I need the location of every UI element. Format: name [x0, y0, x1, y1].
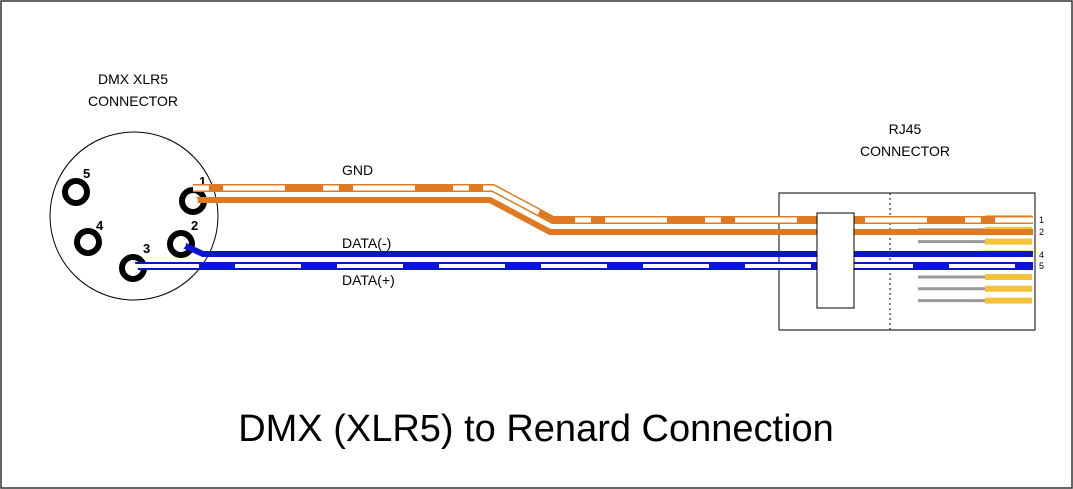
- xlr5-connector: [49, 131, 219, 301]
- rj45-title-line1: RJ45: [889, 121, 922, 137]
- diagram-title: DMX (XLR5) to Renard Connection: [238, 408, 834, 450]
- wire-blue: [179, 241, 1033, 257]
- rj45-contact-6: [985, 274, 1032, 280]
- rj45-contact-3: [985, 238, 1032, 245]
- rj45-pin-label-1: 1: [1039, 215, 1044, 225]
- wire-white-orange-stripes: [193, 185, 1033, 223]
- rj45-pin-label-4: 4: [1039, 250, 1044, 260]
- rj45-contact-7: [985, 285, 1032, 292]
- xlr-pin-label-4: 4: [96, 218, 104, 233]
- xlr5-body: [49, 131, 219, 301]
- wire-orange: [193, 197, 1033, 235]
- xlr-pin-label-2: 2: [191, 218, 198, 233]
- xlr-pin-4: [74, 228, 102, 256]
- xlr-pin-label-1: 1: [199, 174, 206, 189]
- xlr-pin-1-center: [188, 196, 198, 206]
- xlr-title-line2: CONNECTOR: [88, 93, 178, 109]
- xlr-pin-2-center: [176, 239, 186, 249]
- wire-gnd-white-orange: [193, 184, 1033, 224]
- xlr-title-line1: DMX XLR5: [98, 71, 168, 87]
- wire-label-data-minus: DATA(-): [342, 235, 391, 251]
- rj45-pin-label-5: 5: [1039, 261, 1044, 271]
- wire-label-gnd: GND: [342, 162, 373, 178]
- wire-label-data-plus: DATA(+): [342, 272, 395, 288]
- rj45-pin-label-2: 2: [1039, 227, 1044, 237]
- xlr-pin-label-3: 3: [143, 241, 150, 256]
- xlr-pin-label-5: 5: [83, 166, 90, 181]
- xlr-pin-5: [62, 178, 90, 206]
- rj45-title-line2: CONNECTOR: [860, 143, 950, 159]
- rj45-contact-8: [985, 297, 1032, 304]
- xlr-pin-3-center: [128, 263, 138, 273]
- rj45-strain-relief: [816, 212, 855, 309]
